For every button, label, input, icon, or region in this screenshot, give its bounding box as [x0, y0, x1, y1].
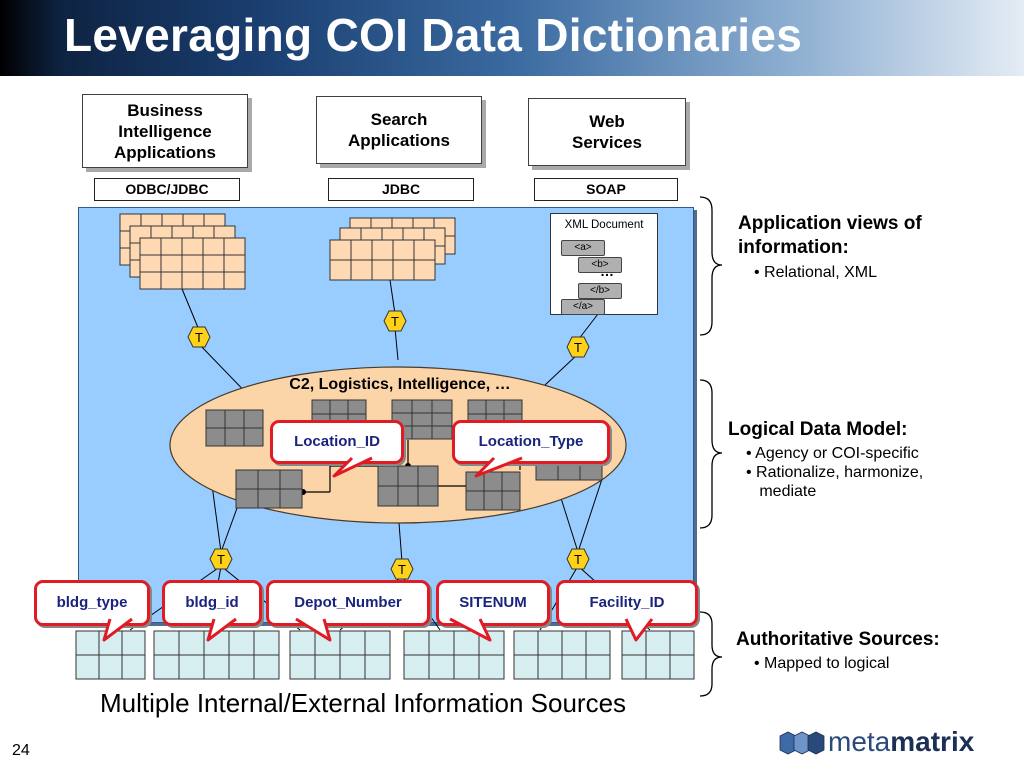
- footer-caption: Multiple Internal/External Information S…: [100, 688, 627, 718]
- view-table: [329, 239, 436, 281]
- transform-node: T: [390, 558, 414, 580]
- svg-text:T: T: [574, 552, 582, 567]
- source-table: [621, 630, 695, 680]
- app-label: Search Applications: [347, 110, 450, 150]
- logo-text-matrix: matrix: [890, 726, 975, 757]
- source-table: [289, 630, 391, 680]
- app-box-business-intelligence: Business Intelligence Applications: [82, 94, 248, 168]
- annotation-bullet: mediate: [746, 483, 817, 500]
- title-bar: [0, 0, 1024, 76]
- annotation-bullet: • Agency or COI-specific: [746, 445, 919, 462]
- annotation-bullet: • Rationalize, harmonize,: [746, 464, 924, 481]
- xml-tag: </b>: [578, 283, 622, 299]
- brace: [699, 611, 723, 697]
- logo-text-meta: meta: [828, 726, 891, 757]
- svg-text:T: T: [391, 314, 399, 329]
- app-label: Business Intelligence Applications: [113, 100, 216, 162]
- transform-node: T: [209, 548, 233, 570]
- callout-depot-number: Depot_Number: [266, 580, 430, 626]
- logo-cubes-icon: [779, 731, 825, 755]
- transform-node: T: [383, 310, 407, 332]
- logical-table: [377, 465, 439, 507]
- callout-text: Facility_ID: [589, 594, 665, 611]
- logical-table: [235, 469, 303, 509]
- source-table: [403, 630, 505, 680]
- annotation-bullet: • Relational, XML: [754, 264, 877, 281]
- svg-text:T: T: [195, 330, 203, 345]
- page-number: 24: [12, 742, 30, 759]
- xml-tag: <a>: [561, 240, 605, 256]
- callout-sitenum: SITENUM: [436, 580, 550, 626]
- transform-node: T: [187, 326, 211, 348]
- brace: [699, 379, 723, 529]
- annotation-title: Logical Data Model:: [728, 419, 908, 440]
- logical-table: [465, 471, 521, 511]
- callout-text: bldg_type: [56, 594, 128, 611]
- app-label: Web Services: [572, 112, 642, 152]
- annotation-authoritative-sources: Authoritative Sources: • Mapped to logic…: [736, 628, 1016, 673]
- xml-tag: <b>: [578, 257, 622, 273]
- protocol-label: JDBC: [328, 178, 474, 201]
- annotation-title: Authoritative Sources:: [736, 629, 940, 650]
- protocol-label: SOAP: [534, 178, 678, 201]
- svg-text:T: T: [217, 552, 225, 567]
- app-box-web-services: Web Services: [528, 98, 686, 166]
- annotation-title: Application views of information:: [738, 213, 922, 258]
- view-table: [139, 237, 246, 290]
- callout-text: Location_Type: [478, 433, 584, 450]
- callout-text: SITENUM: [459, 594, 527, 611]
- slide-title: Leveraging COI Data Dictionaries: [64, 9, 803, 61]
- annotation-application-views: Application views of information: • Rela…: [738, 212, 1008, 282]
- xml-document-title: XML Document: [564, 219, 644, 231]
- svg-text:T: T: [574, 340, 582, 355]
- callout-text: Depot_Number: [294, 594, 402, 611]
- transform-node: T: [566, 336, 590, 358]
- callout-text: Location_ID: [294, 433, 380, 450]
- xml-ellipsis: …: [600, 263, 614, 279]
- logical-model-label: C2, Logistics, Intelligence, …: [289, 376, 510, 393]
- brace: [699, 196, 723, 336]
- svg-text:T: T: [398, 562, 406, 577]
- protocol-label: ODBC/JDBC: [94, 178, 240, 201]
- annotation-bullet: • Mapped to logical: [754, 655, 890, 672]
- callout-text: bldg_id: [185, 594, 239, 611]
- transform-node: T: [566, 548, 590, 570]
- callout-location-id: Location_ID: [270, 420, 404, 464]
- app-box-search: Search Applications: [316, 96, 482, 164]
- callout-facility-id: Facility_ID: [556, 580, 698, 626]
- xml-tag: </a>: [561, 299, 605, 315]
- source-table: [513, 630, 611, 680]
- annotation-logical-model: Logical Data Model: • Agency or COI-spec…: [728, 418, 1008, 501]
- logical-table: [205, 409, 264, 447]
